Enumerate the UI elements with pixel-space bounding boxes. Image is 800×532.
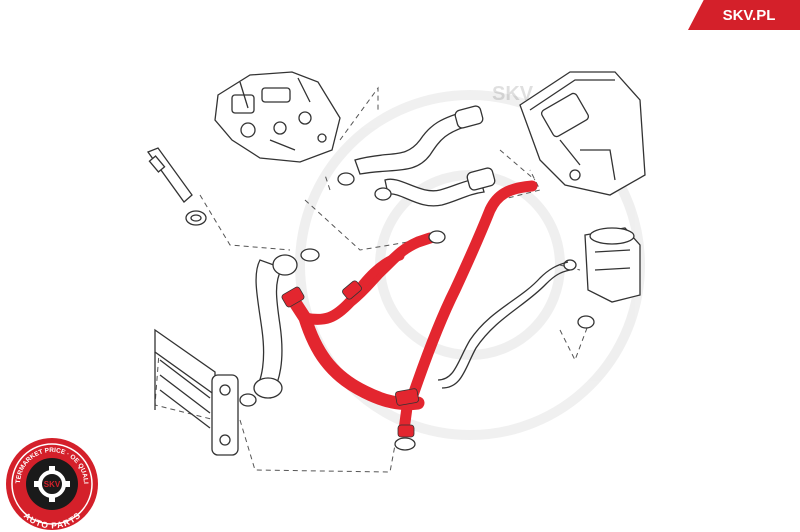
logo-center-text: SKV (44, 480, 61, 489)
lower-radiator-hose (239, 248, 320, 407)
upper-bypass-hose (337, 105, 496, 207)
heater-box-icon (519, 71, 646, 196)
leader-lines (154, 86, 591, 473)
watermark-text: SKV (492, 83, 534, 105)
skv-auto-parts-logo: AFTERMARKET PRICE · OE QUALITY AUTO PART… (2, 432, 98, 530)
gear-icon (34, 466, 70, 502)
engine-block-icon (214, 71, 341, 163)
hose-clamps (394, 230, 446, 451)
brand-label[interactable]: SKV.PL (688, 0, 800, 30)
expansion-tank-hose (437, 261, 571, 389)
hose-fittings-highlighted (281, 280, 419, 438)
radiator-icon (154, 328, 239, 456)
sensor-pipe-icon (146, 147, 207, 226)
expansion-tank-icon (563, 227, 641, 329)
